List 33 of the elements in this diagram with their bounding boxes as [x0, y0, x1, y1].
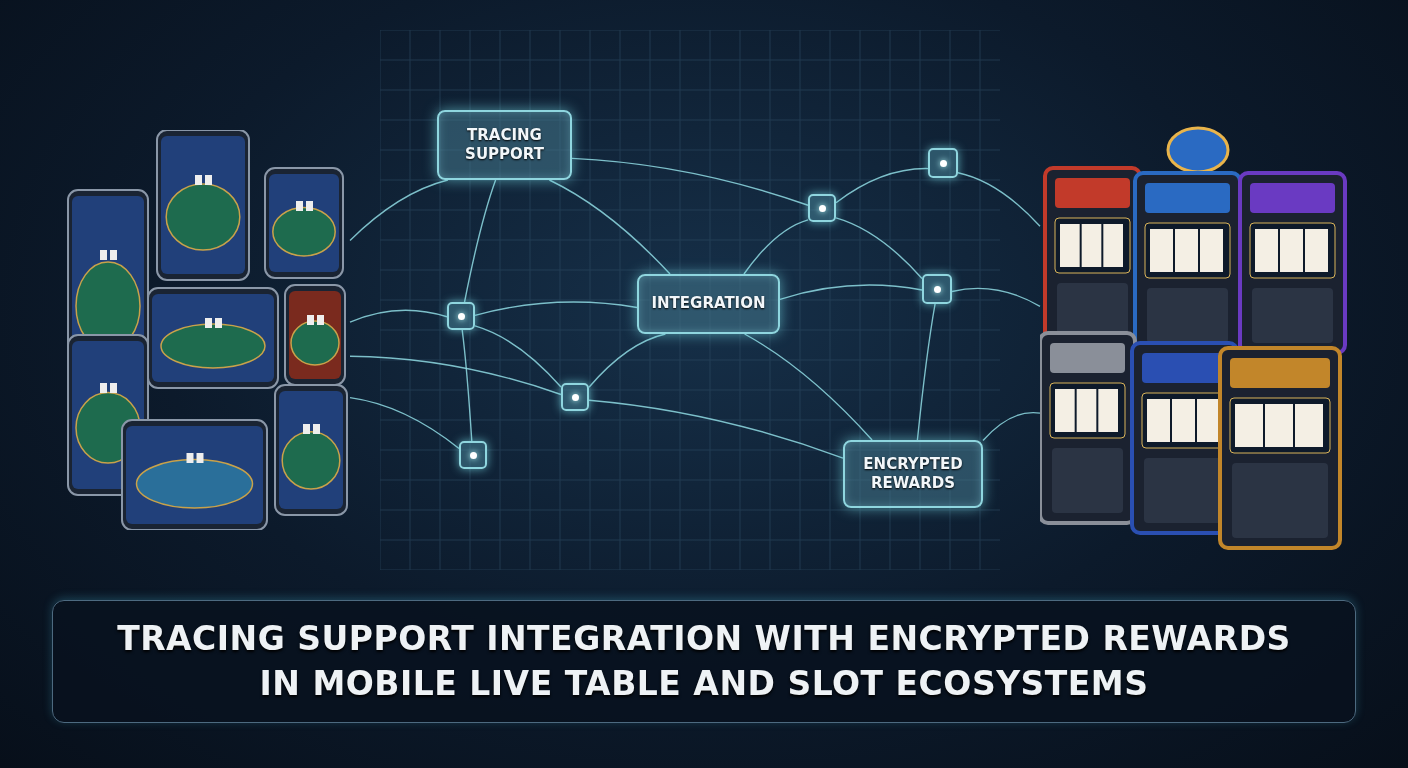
connector-line [743, 333, 873, 441]
connector-line [474, 325, 562, 388]
connector-line [349, 355, 562, 396]
process-box [843, 440, 983, 508]
connector-line [951, 287, 1041, 307]
connector-line [571, 157, 809, 206]
node-label: TRACING SUPPORT [464, 125, 545, 165]
connector-line [588, 399, 844, 459]
connector-line [835, 167, 929, 204]
node-label: ENCRYPTED REWARDS [862, 454, 964, 494]
hub-node [459, 441, 487, 469]
connector-line [349, 179, 449, 242]
hub-node [922, 274, 952, 304]
connector-line [349, 309, 448, 323]
hub-node [808, 194, 836, 222]
connector-line [779, 284, 923, 300]
connector-line [461, 329, 473, 442]
connector-line [588, 333, 667, 388]
connector-line [463, 179, 497, 303]
hub-node [561, 383, 589, 411]
connector-line [548, 179, 671, 275]
hub-node [928, 148, 958, 178]
connector-line [916, 303, 936, 441]
node-label: INTEGRATION [651, 294, 766, 314]
connector-line [743, 219, 809, 275]
connector-line [835, 217, 923, 280]
connector-line [474, 301, 638, 316]
process-box [637, 274, 780, 334]
title: TRACING SUPPORT INTEGRATION WITH ENCRYPTED REWARDS IN MOBILE LIVE TABLE AND SLOT ECOSYSTEMS [116, 617, 1292, 705]
connector-line [349, 396, 460, 450]
hub-node [447, 302, 475, 330]
connector-line [957, 172, 1041, 227]
process-box [437, 110, 572, 180]
